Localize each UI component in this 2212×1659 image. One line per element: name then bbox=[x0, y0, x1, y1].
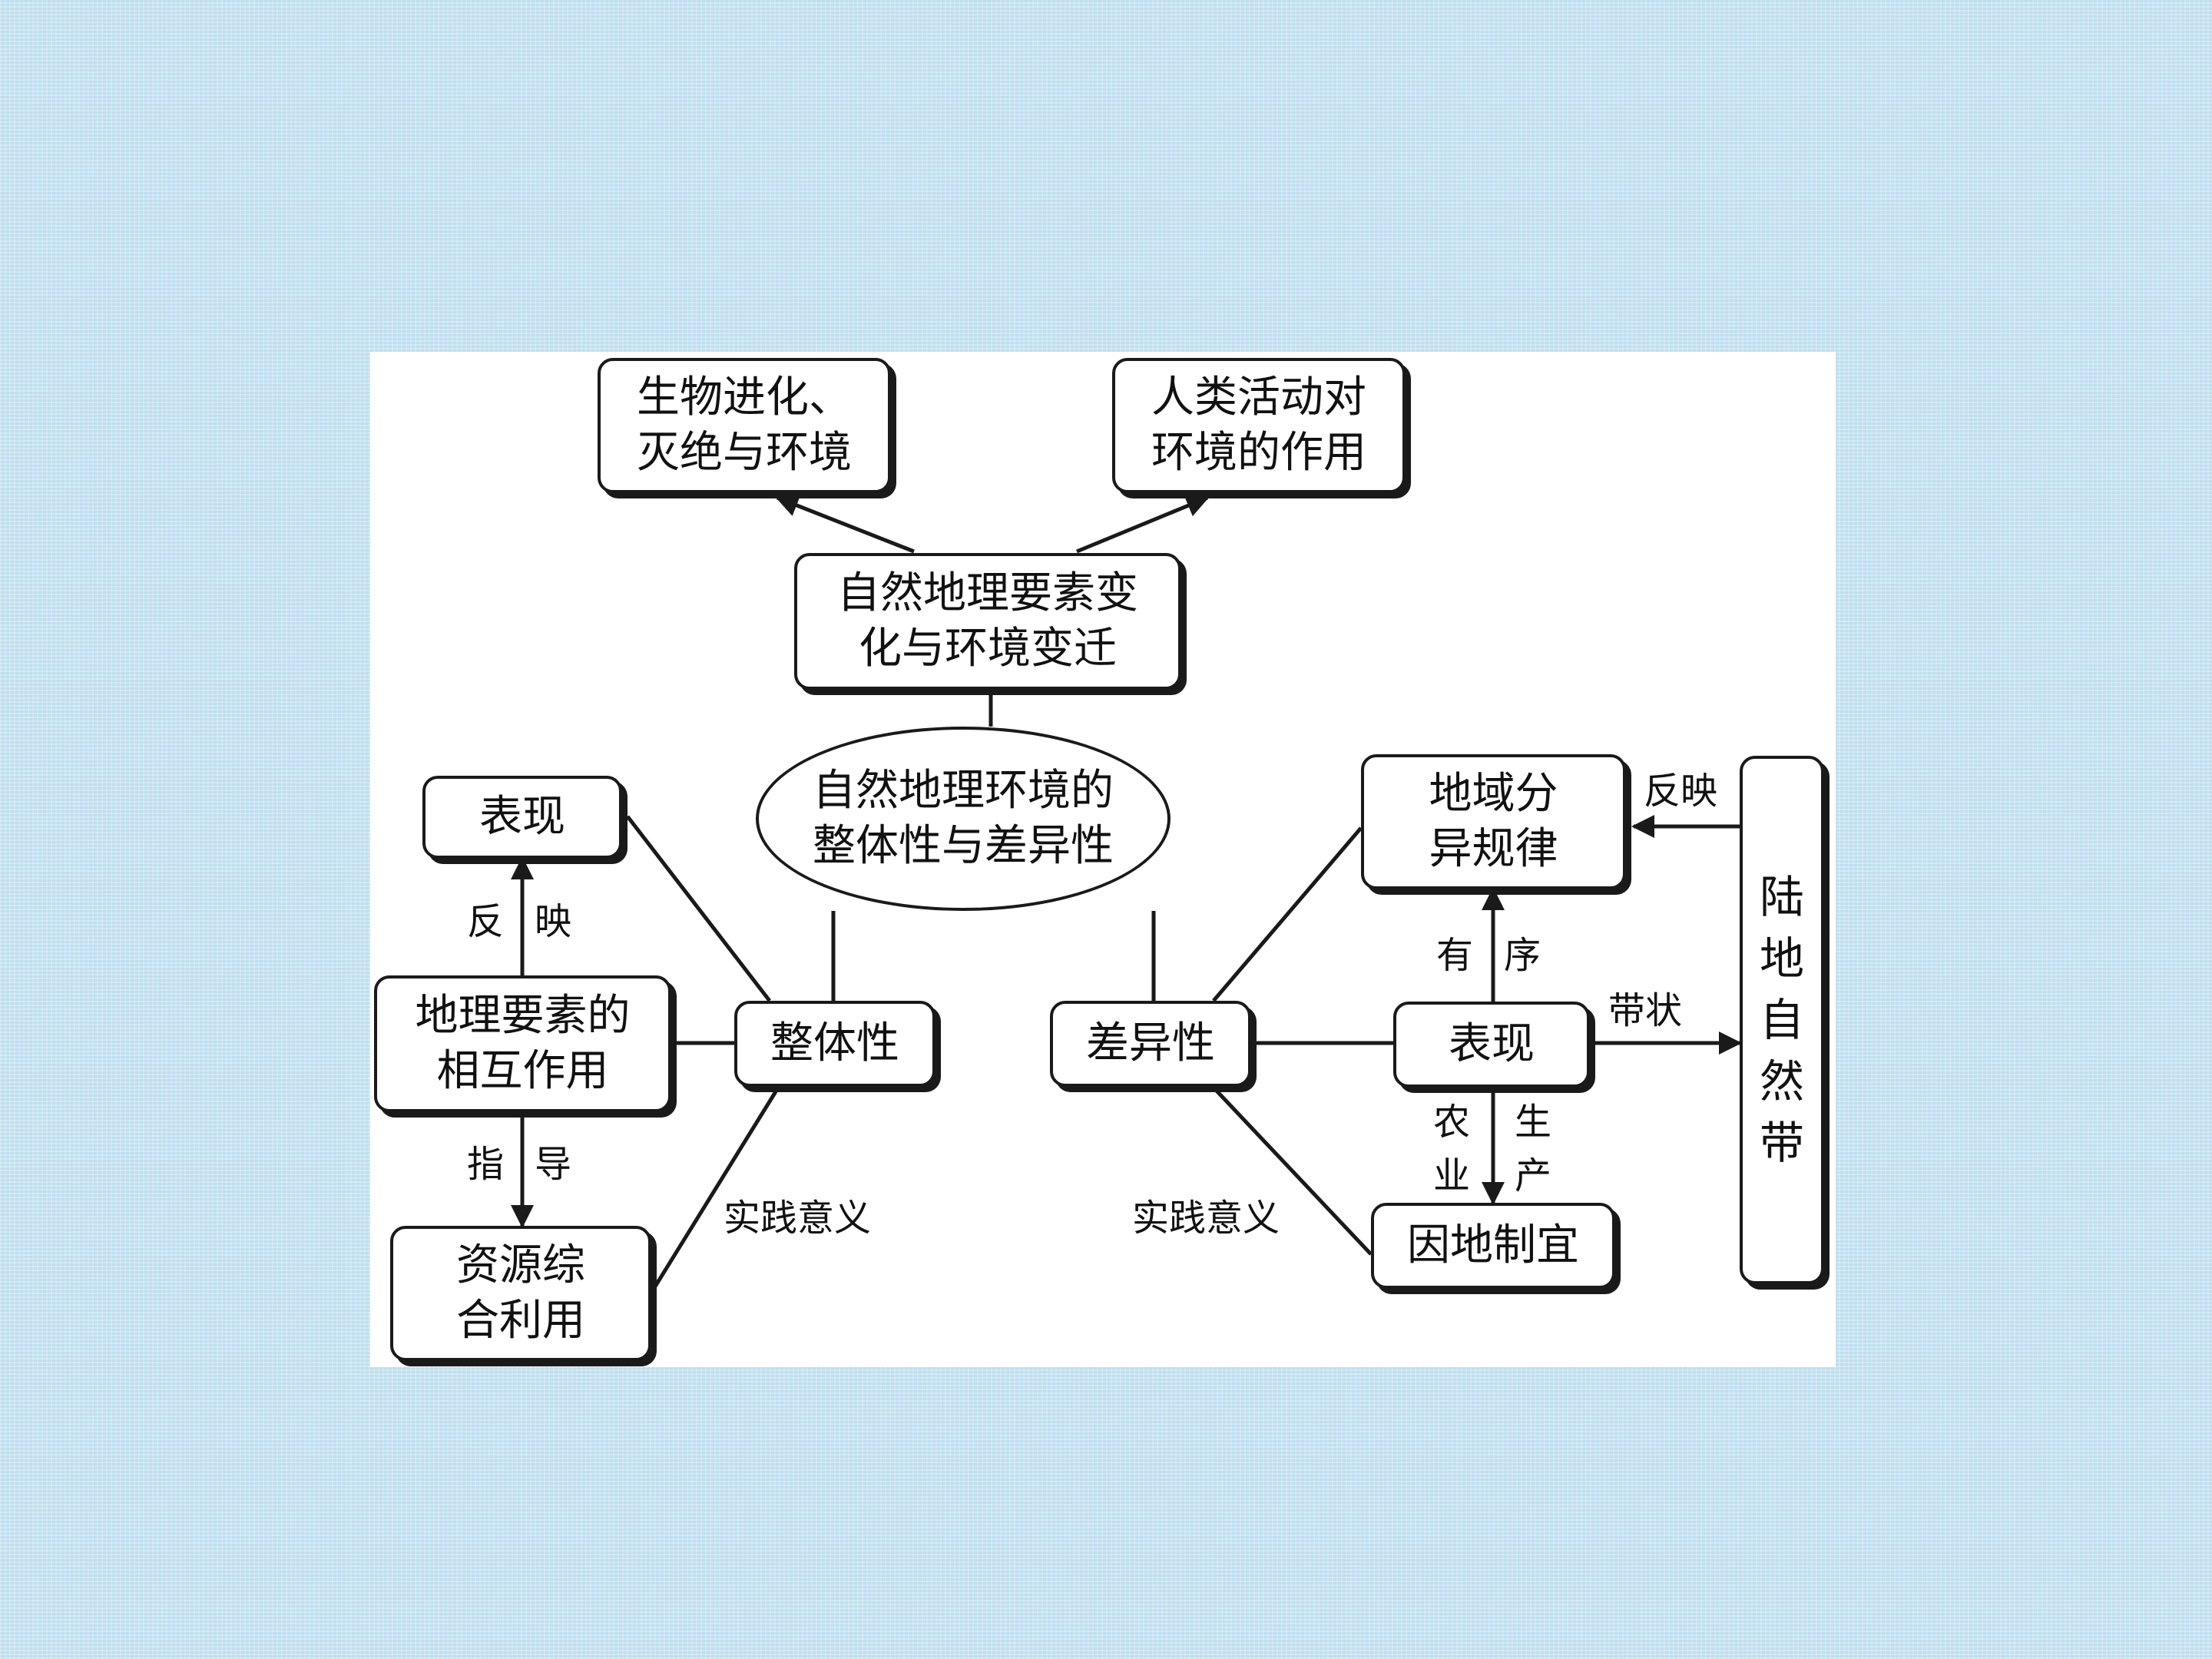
node-integrity-text: 整体性 bbox=[770, 1018, 899, 1068]
node-interaction: 地理要素的 相互作用 bbox=[374, 975, 671, 1112]
node-difference-text: 差异性 bbox=[1086, 1018, 1215, 1068]
label-agri-col2: 生产 bbox=[1514, 1101, 1551, 1197]
label-agri-col1: 农业 bbox=[1432, 1101, 1470, 1197]
node-human-line1: 人类活动对 bbox=[1151, 373, 1366, 422]
node-change-line1: 自然地理要素变 bbox=[837, 568, 1138, 618]
edge-manifest-integrity bbox=[626, 815, 771, 1002]
node-change: 自然地理要素变 化与环境变迁 bbox=[794, 553, 1181, 690]
node-human: 人类活动对 环境的作用 bbox=[1112, 358, 1406, 493]
node-resource-line1: 资源综 bbox=[456, 1240, 585, 1290]
node-interaction-line1: 地理要素的 bbox=[415, 991, 631, 1041]
label-guide-1: 指 bbox=[467, 1143, 505, 1186]
node-center-line1: 自然地理环境的 bbox=[813, 766, 1114, 816]
label-practice-right: 实践意义 bbox=[1132, 1197, 1280, 1240]
node-evolution-line2: 灭绝与环境 bbox=[637, 428, 852, 478]
diagram-panel: 生物进化、 灭绝与环境 人类活动对 环境的作用 自然地理要素变 化与环境变迁 自… bbox=[370, 352, 1836, 1367]
node-human-line2: 环境的作用 bbox=[1151, 428, 1366, 478]
node-difference: 差异性 bbox=[1050, 1001, 1251, 1087]
node-interaction-line2: 相互作用 bbox=[436, 1046, 609, 1096]
edge-regional-difference bbox=[1212, 826, 1363, 1002]
node-manifest-left: 表现 bbox=[422, 776, 622, 859]
node-evolution: 生物进化、 灭绝与环境 bbox=[598, 358, 891, 493]
node-change-line2: 化与环境变迁 bbox=[859, 624, 1117, 674]
edge-change-evolution bbox=[775, 494, 915, 554]
node-integrity: 整体性 bbox=[734, 1001, 935, 1087]
node-resource: 资源综 合利用 bbox=[390, 1226, 651, 1361]
node-evolution-line1: 生物进化、 bbox=[637, 373, 852, 422]
node-manifest-right-text: 表现 bbox=[1449, 1019, 1535, 1069]
node-regional-line2: 异规律 bbox=[1429, 824, 1558, 874]
edge-change-human bbox=[1076, 495, 1210, 554]
node-manifest-right: 表现 bbox=[1393, 1002, 1590, 1088]
node-zone: 陆地自然带 bbox=[1740, 756, 1824, 1284]
label-reflect-right: 反映 bbox=[1644, 770, 1718, 813]
label-practice-left: 实践意义 bbox=[724, 1197, 872, 1240]
node-zone-text: 陆地自然带 bbox=[1759, 871, 1804, 1169]
node-resource-line2: 合利用 bbox=[456, 1296, 585, 1346]
label-ordered-1: 有 bbox=[1436, 934, 1474, 977]
label-belt: 带状 bbox=[1608, 989, 1683, 1032]
edge-difference-adapt bbox=[1212, 1086, 1373, 1256]
node-regional-line1: 地域分 bbox=[1429, 769, 1558, 819]
label-guide-2: 导 bbox=[535, 1143, 572, 1186]
node-center: 自然地理环境的 整体性与差异性 bbox=[756, 727, 1171, 911]
node-manifest-left-text: 表现 bbox=[479, 792, 565, 842]
label-ordered-2: 序 bbox=[1504, 934, 1541, 977]
label-reflect-left-2: 映 bbox=[535, 900, 572, 943]
node-regional: 地域分 异规律 bbox=[1361, 754, 1626, 889]
node-adapt-text: 因地制宜 bbox=[1407, 1220, 1579, 1270]
node-adapt: 因地制宜 bbox=[1371, 1203, 1615, 1289]
connector-layer bbox=[511, 494, 1742, 1294]
edge-resource-integrity bbox=[649, 1088, 780, 1294]
node-center-line2: 整体性与差异性 bbox=[813, 821, 1114, 871]
label-reflect-left-1: 反 bbox=[467, 900, 505, 943]
